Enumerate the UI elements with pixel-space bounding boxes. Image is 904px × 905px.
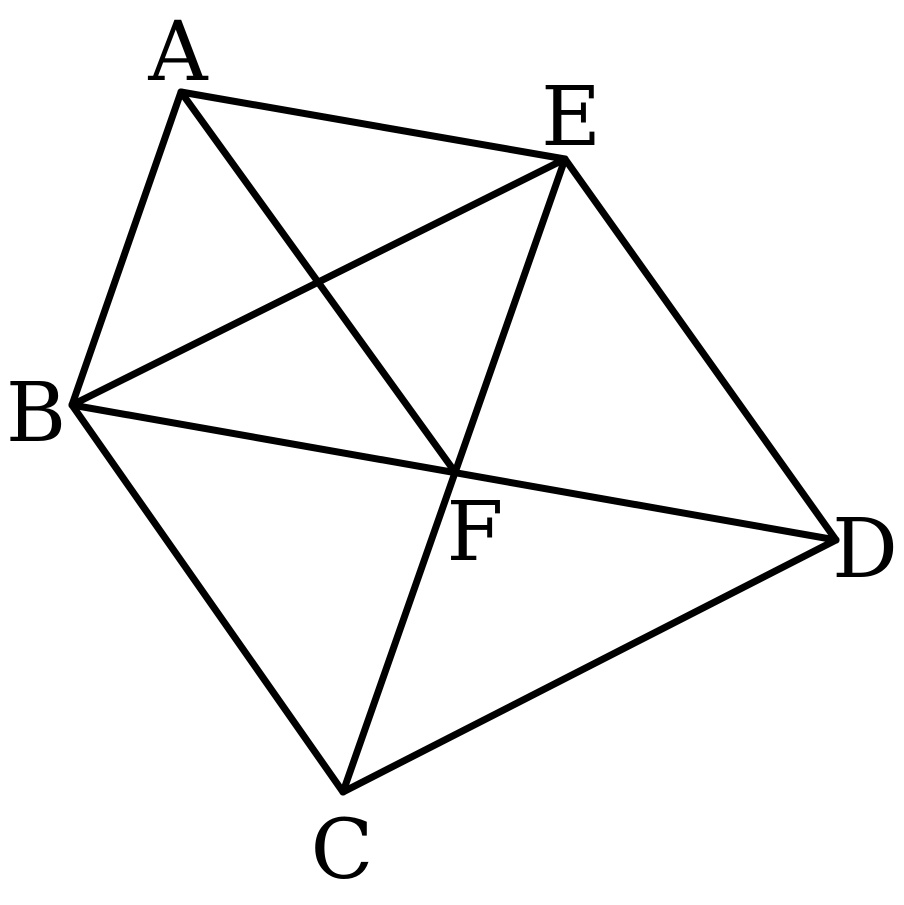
segment-ab xyxy=(68,88,185,409)
point-label-c: C xyxy=(311,803,374,898)
segment-ae xyxy=(177,88,569,163)
point-label-a: A xyxy=(147,5,209,100)
diagram-segments xyxy=(68,88,840,796)
diagram-point-labels: A B C D E F xyxy=(6,5,898,898)
point-label-e: E xyxy=(541,70,601,165)
segment-ec xyxy=(339,155,569,796)
segment-be xyxy=(68,155,569,409)
point-label-d: D xyxy=(832,502,898,597)
segment-bc xyxy=(68,401,347,796)
segment-cd xyxy=(339,536,840,796)
segment-ed xyxy=(561,155,840,544)
point-label-b: B xyxy=(6,366,66,461)
point-label-f: F xyxy=(447,485,504,580)
